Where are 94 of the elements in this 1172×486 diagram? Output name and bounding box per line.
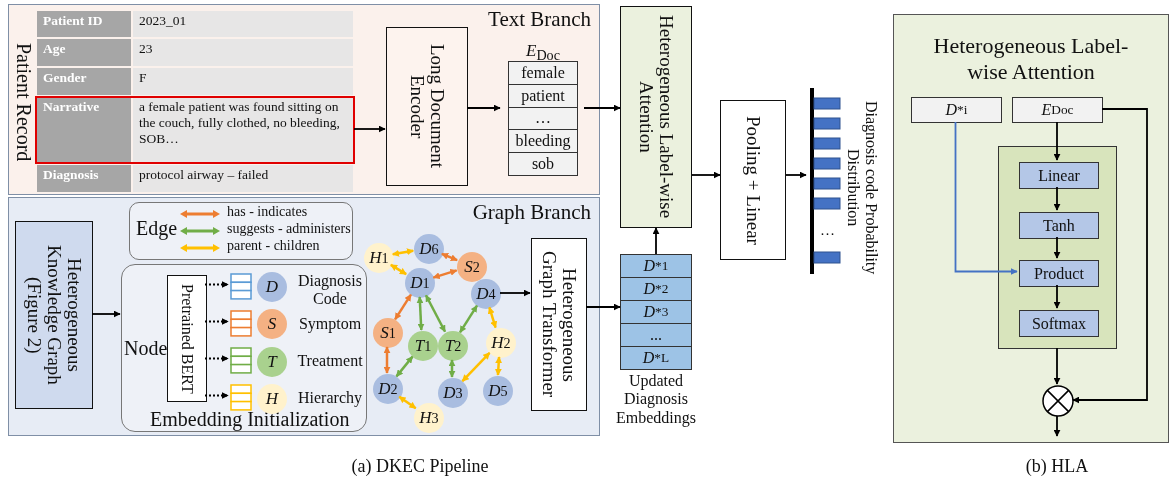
arrow	[954, 121, 1018, 275]
embedding-icon	[230, 347, 252, 374]
process-box: Pooling + Linear	[720, 100, 786, 260]
field-value: 23	[133, 39, 353, 66]
double-arrow	[459, 305, 478, 333]
double-arrow	[441, 252, 458, 262]
token-cell: sob	[508, 152, 578, 176]
double-arrow	[394, 293, 412, 321]
panel-title: Text Branch	[488, 7, 591, 32]
token-cell: female	[508, 61, 578, 85]
embedding-panel	[121, 264, 367, 432]
double-arrow	[461, 351, 491, 383]
ellipsis-text: …	[820, 222, 835, 239]
node-type-circle: T	[257, 347, 287, 377]
panel-label: Node	[124, 337, 168, 360]
double-arrow	[432, 268, 458, 280]
arrow	[204, 355, 229, 362]
double-arrow	[416, 296, 425, 331]
field-name: Age	[37, 39, 131, 66]
arrow	[785, 171, 807, 179]
arrow	[1053, 236, 1061, 259]
node-type-circle: D	[257, 272, 287, 302]
arrow	[204, 281, 229, 288]
node-caption: Treatment	[296, 352, 364, 371]
field-name: Gender	[37, 68, 131, 95]
legend-text: suggests - administers	[227, 221, 351, 237]
embedding-icon	[230, 273, 252, 300]
process-box: Pretrained BERT	[167, 275, 207, 402]
arrow	[204, 392, 229, 399]
layer-box: Tanh	[1019, 212, 1099, 239]
arrow	[499, 289, 531, 297]
double-arrow	[448, 359, 456, 378]
layer-box: Softmax	[1019, 310, 1099, 337]
multiply-symbol	[1042, 385, 1074, 417]
token-cell: bleeding	[508, 129, 578, 154]
token-cell: patient	[508, 83, 578, 108]
field-name: Narrative	[37, 97, 131, 163]
figure-caption: (a) DKEC Pipeline	[350, 456, 490, 477]
double-arrow	[424, 294, 447, 333]
node-caption: Updated Diagnosis Embeddings	[615, 372, 697, 429]
double-arrow	[487, 306, 498, 329]
field-value: 2023_01	[133, 11, 353, 37]
branch-panel	[8, 4, 600, 195]
process-box: Heterogeneous Label-wise Attention	[620, 6, 692, 228]
panel-title: Heterogeneous Label-wise Attention	[932, 33, 1130, 86]
arrow	[585, 303, 621, 311]
embedding-cell: ...	[620, 323, 692, 347]
arrow	[1053, 121, 1061, 161]
legend-title: Edge	[136, 217, 178, 240]
module-panel	[893, 14, 1169, 443]
legend-box	[129, 202, 353, 260]
field-name: Diagnosis	[37, 165, 131, 192]
arrow	[204, 318, 229, 325]
legend-text: has - indicates	[227, 204, 308, 220]
node-caption: Diagnosis code Probability Distribution	[846, 99, 880, 277]
figure-caption: (b) HLA	[1024, 456, 1090, 477]
node-caption: Diagnosis Code	[297, 272, 363, 306]
node-type-circle: S	[257, 309, 287, 339]
section-heading: Patient Record	[11, 41, 35, 164]
arrow	[1053, 347, 1061, 385]
double-arrow	[390, 263, 407, 276]
double-arrow	[392, 248, 414, 257]
field-value: a female patient was found sitting on the couch, fully clothed, no bleeding, SOB…	[133, 97, 353, 163]
group-box	[998, 146, 1117, 349]
double-arrow	[395, 355, 414, 378]
arrow	[691, 171, 721, 179]
node-caption: Symptom	[297, 315, 363, 335]
process-box: Heterogeneous Graph Transformer	[531, 238, 587, 411]
embedding-icon	[230, 384, 252, 411]
layer-box: Product	[1019, 260, 1099, 287]
arrow	[583, 104, 621, 112]
layer-box: Linear	[1019, 162, 1099, 189]
arrow	[91, 310, 121, 318]
double-arrow	[494, 356, 503, 376]
process-box: Heterogeneous Knowledge Graph (Figure 2)	[15, 221, 93, 409]
arrow	[353, 125, 386, 133]
branch-panel	[8, 197, 600, 436]
field-value: protocol airway – failed	[133, 165, 353, 192]
token-cell: …	[508, 106, 578, 131]
arrow	[1072, 108, 1148, 404]
arrow	[466, 104, 501, 112]
embedding-icon	[230, 310, 252, 337]
process-box: Long Document Encoder	[386, 27, 468, 186]
legend-text: parent - children	[227, 238, 320, 254]
arrow	[1053, 415, 1061, 437]
field-value: F	[133, 68, 353, 95]
arrow	[652, 227, 660, 255]
panel-title: Graph Branch	[472, 200, 591, 225]
arrow	[1053, 284, 1061, 309]
double-arrow	[383, 346, 391, 374]
field-name: Patient ID	[37, 11, 131, 37]
double-arrow	[398, 395, 417, 410]
node-caption: Hierarchy	[297, 389, 363, 409]
arrow	[1053, 186, 1061, 211]
